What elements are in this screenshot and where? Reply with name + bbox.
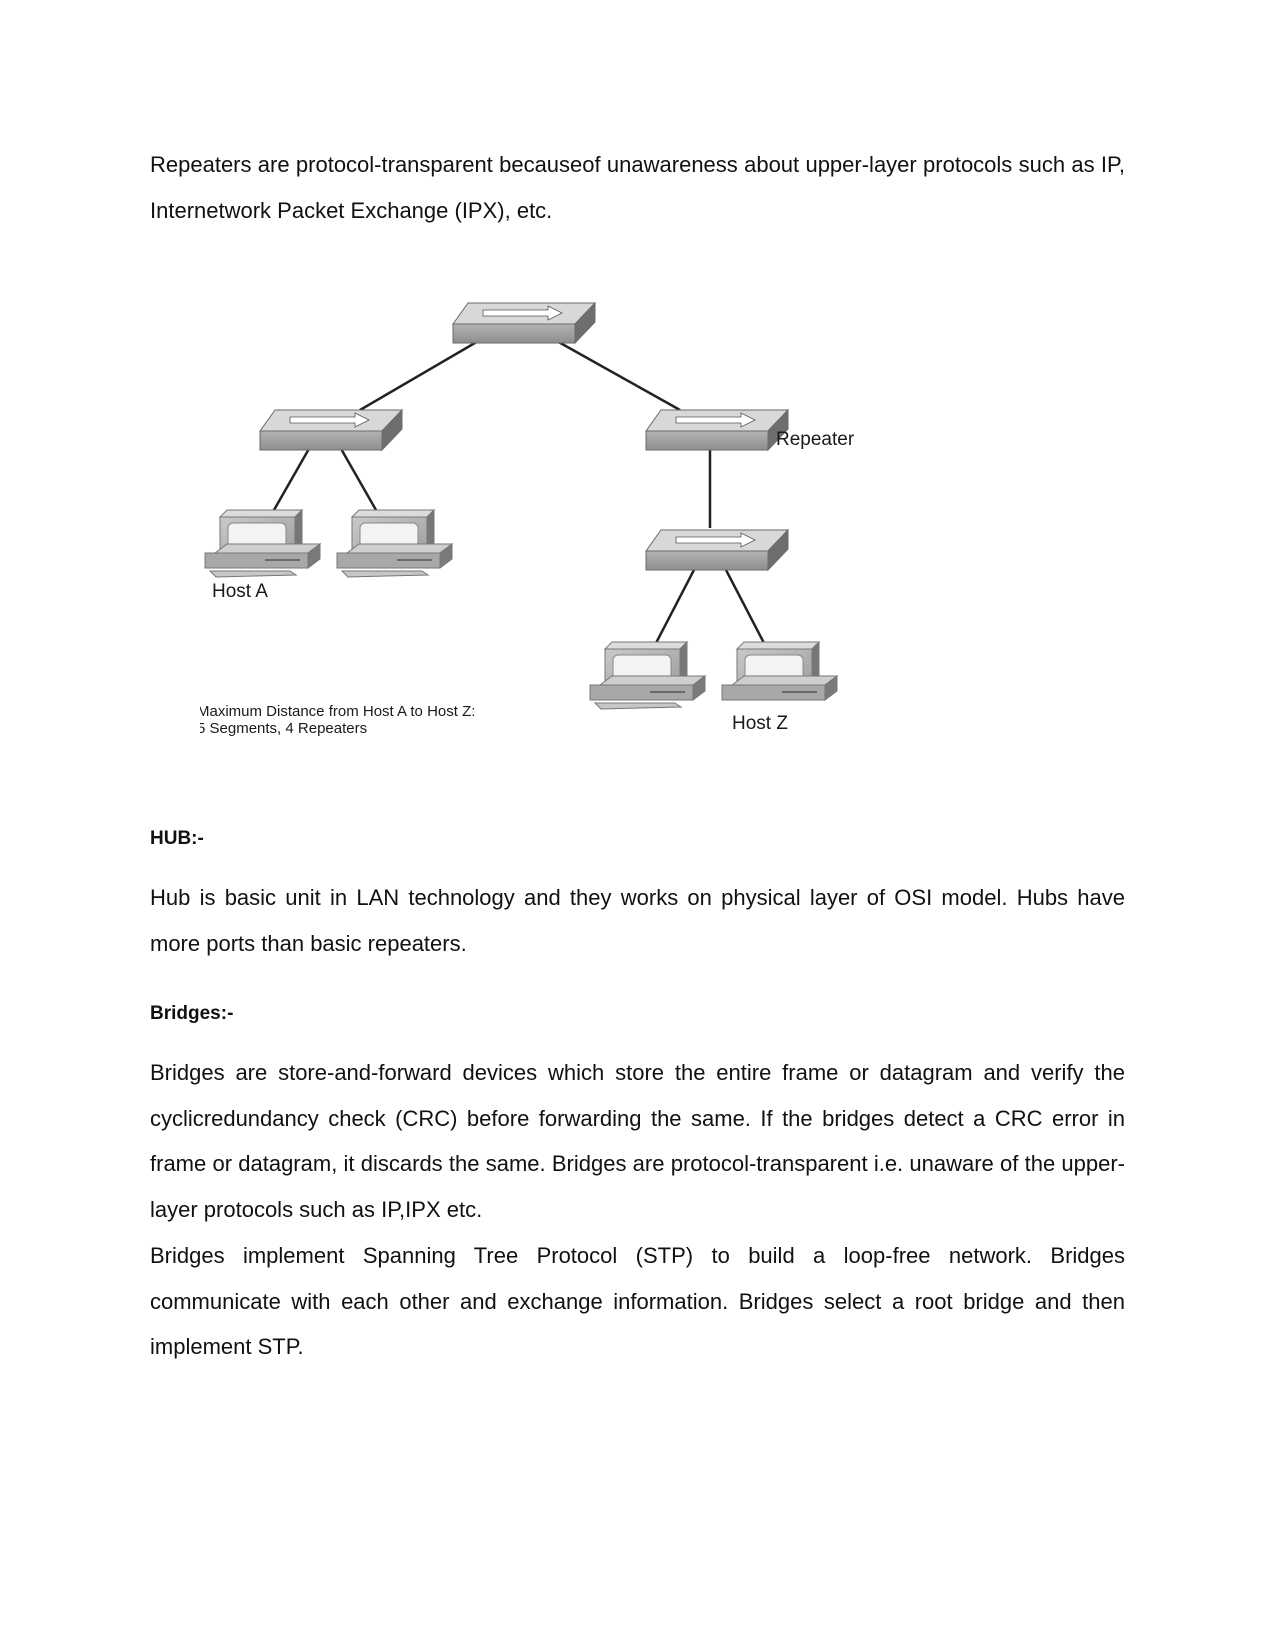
host-z-computer-icon (721, 640, 839, 701)
intro-paragraph: Repeaters are protocol-transparent becau… (150, 152, 1125, 223)
host-a-label: Host A (212, 581, 268, 602)
host-z-label: Host Z (732, 713, 788, 734)
repeater-lower-icon (645, 528, 790, 572)
repeater-top-icon (452, 301, 597, 345)
bridges-paragraph-1: Bridges are store-and-forward devices wh… (150, 1060, 1125, 1223)
host-computer-icon (336, 508, 454, 578)
repeater-right-icon (645, 408, 790, 452)
repeater-label: Repeater (776, 429, 855, 450)
figure-caption-line2: 5 Segments, 4 Repeaters (200, 720, 367, 737)
network-links (268, 338, 767, 646)
host-a-computer-icon (204, 508, 322, 578)
figure-caption-line1: Maximum Distance from Host A to Host Z: (200, 703, 475, 720)
repeater-left-icon (259, 408, 404, 452)
host-computer-icon (589, 640, 707, 710)
bridges-paragraph-2: Bridges implement Spanning Tree Protocol… (150, 1243, 1125, 1360)
hub-heading: HUB:- (150, 828, 204, 849)
bridges-heading: Bridges:- (150, 1003, 234, 1024)
repeater-topology-figure: Repeater Host A (197, 295, 940, 785)
hub-paragraph: Hub is basic unit in LAN technology and … (150, 885, 1125, 956)
